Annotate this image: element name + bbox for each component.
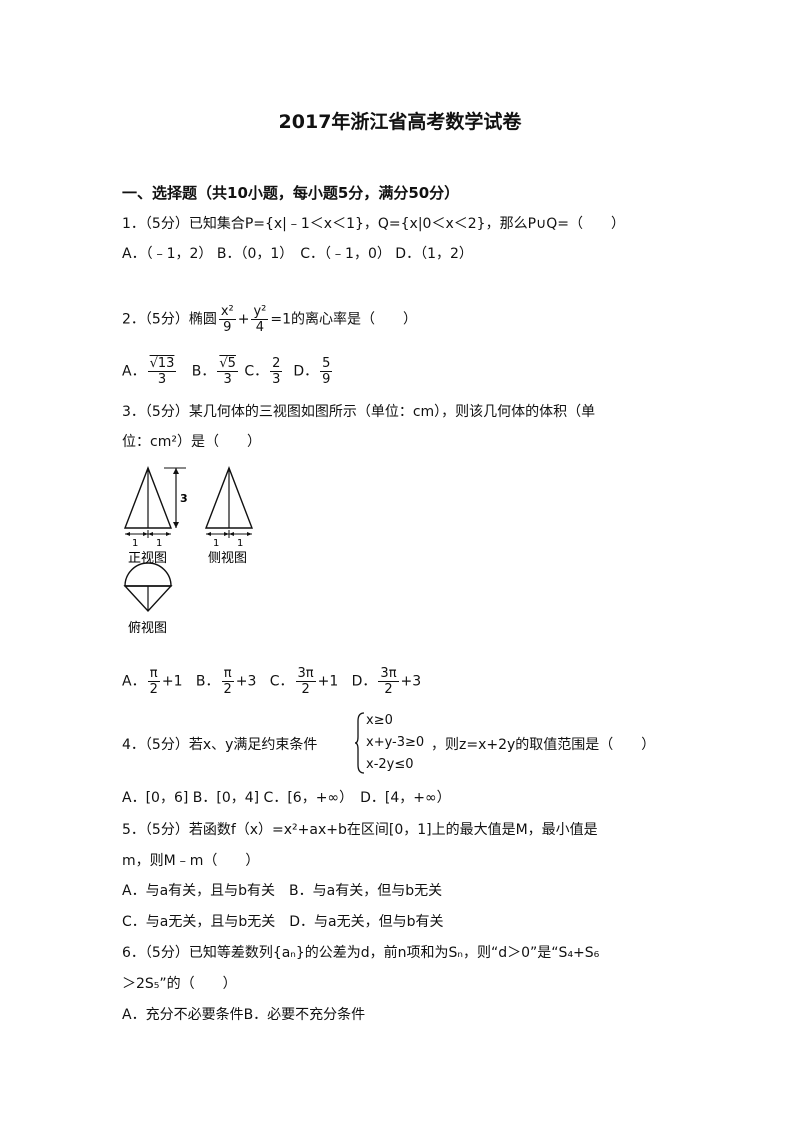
q3-opt-c-label: C． xyxy=(269,673,294,690)
q2-opt-c-num: 2 xyxy=(270,356,283,372)
front-view-drawing xyxy=(123,466,173,538)
height-label: 3 xyxy=(180,492,188,505)
top-view-label: 俯视图 xyxy=(128,620,167,636)
side-dim-1-left: 1 xyxy=(213,538,219,549)
q2-opt-d-num: 5 xyxy=(320,356,333,372)
q6-stem-line1: 6．（5分）已知等差数列{aₙ}的公差为d，前n项和为Sₙ，则“d＞0”是“S₄… xyxy=(122,945,600,961)
q2-plus: + xyxy=(237,311,250,328)
q2-opt-b-label: B． xyxy=(191,363,216,380)
q4-options: A．[0，6] B．[0，4] C．[6，+∞） D．[4，+∞） xyxy=(122,790,451,806)
front-dim-1-left: 1 xyxy=(132,538,138,549)
q4-constraint-2: x+y-3≥0 xyxy=(366,735,425,750)
q3-opt-c-tail: +1 xyxy=(317,673,339,690)
q2-frac1-den: 9 xyxy=(223,320,232,335)
q3-opt-d-den: 2 xyxy=(384,682,393,697)
q5-options-line1: A．与a有关，且与b有关 B．与a有关，但与b无关 xyxy=(122,883,443,899)
side-view-label: 侧视图 xyxy=(208,551,247,566)
q4-brace xyxy=(354,712,365,774)
front-dim-1-right: 1 xyxy=(156,538,162,549)
front-view-label: 正视图 xyxy=(128,551,167,566)
side-dim-1-right: 1 xyxy=(237,538,243,549)
section-heading: 一、选择题（共10小题，每小题5分，满分50分） xyxy=(122,184,460,202)
q2-opt-c-label: C． xyxy=(244,363,269,380)
q4-prefix: 4．（5分）若x、y满足约束条件 xyxy=(122,737,318,753)
q3-stem-line2: 位：cm²）是（ ） xyxy=(122,434,261,450)
q3-opt-b-den: 2 xyxy=(223,682,232,697)
q2-opt-a-label: A． xyxy=(122,363,146,380)
q3-opt-c-den: 2 xyxy=(301,682,310,697)
height-dimension xyxy=(164,467,186,528)
q6-options-line1: A．充分不必要条件B．必要不充分条件 xyxy=(122,1007,366,1023)
q2-opt-d-den: 9 xyxy=(322,372,331,387)
q4-constraint-3: x-2y≤0 xyxy=(366,757,414,772)
q6-stem-line2: ＞2S₅”的（ ） xyxy=(122,976,237,992)
q2-opt-d-label: D． xyxy=(293,363,319,380)
q2-frac2-num: y² xyxy=(251,304,269,320)
q2-prefix: 2．（5分）椭圆 xyxy=(122,311,217,328)
q2-opt-a-num: √13 xyxy=(147,356,177,372)
q2-opt-c-den: 3 xyxy=(272,372,281,387)
q2-frac1-num: x² xyxy=(218,304,236,320)
q4-constraint-1: x≥0 xyxy=(366,713,393,728)
q4-suffix: ，则z=x+2y的取值范围是（ ） xyxy=(431,737,656,753)
q3-opt-d-label: D． xyxy=(351,673,377,690)
q3-opt-c-num: 3π xyxy=(295,666,316,682)
q3-opt-a-den: 2 xyxy=(149,682,158,697)
q3-opt-a-tail: +1 xyxy=(161,673,183,690)
q3-stem-line1: 3．（5分）某几何体的三视图如图所示（单位：cm），则该几何体的体积（单 xyxy=(122,404,596,420)
q5-stem-line2: m，则M﹣m（ ） xyxy=(122,853,260,869)
q3-opt-a-label: A． xyxy=(122,673,146,690)
q2-opt-b-num: √5 xyxy=(217,356,238,372)
q3-opt-d-num: 3π xyxy=(378,666,399,682)
q1-options: A．（﹣1，2） B．（0，1） C．（﹣1，0） D．（1，2） xyxy=(122,246,473,262)
q2-opt-a-den: 3 xyxy=(157,372,167,387)
q1-stem: 1．（5分）已知集合P={x|﹣1＜x＜1}，Q={x|0＜x＜2}，那么P∪Q… xyxy=(122,216,626,232)
three-view-figure: 1 1 3 正视图 1 1 侧视图 俯视图 xyxy=(123,466,254,636)
q2-suffix: =1的离心率是（ ） xyxy=(270,311,418,328)
q2-frac2-den: 4 xyxy=(255,320,265,335)
q3-opt-b-label: B． xyxy=(195,673,220,690)
q3-opt-b-tail: +3 xyxy=(235,673,257,690)
q5-options-line2: C．与a无关，且与b无关 D．与a无关，但与b有关 xyxy=(122,914,444,930)
q3-opt-a-num: π xyxy=(147,666,160,682)
q3-opt-d-tail: +3 xyxy=(400,673,422,690)
q5-stem-line1: 5．（5分）若函数f（x）=x²+ax+b在区间[0，1]上的最大值是M，最小值… xyxy=(122,822,598,838)
top-view-drawing xyxy=(123,562,173,613)
q2-opt-b-den: 3 xyxy=(223,372,232,387)
q3-opt-b-num: π xyxy=(221,666,234,682)
side-view-drawing xyxy=(204,466,254,538)
page-title: 2017年浙江省高考数学试卷 xyxy=(278,111,522,133)
